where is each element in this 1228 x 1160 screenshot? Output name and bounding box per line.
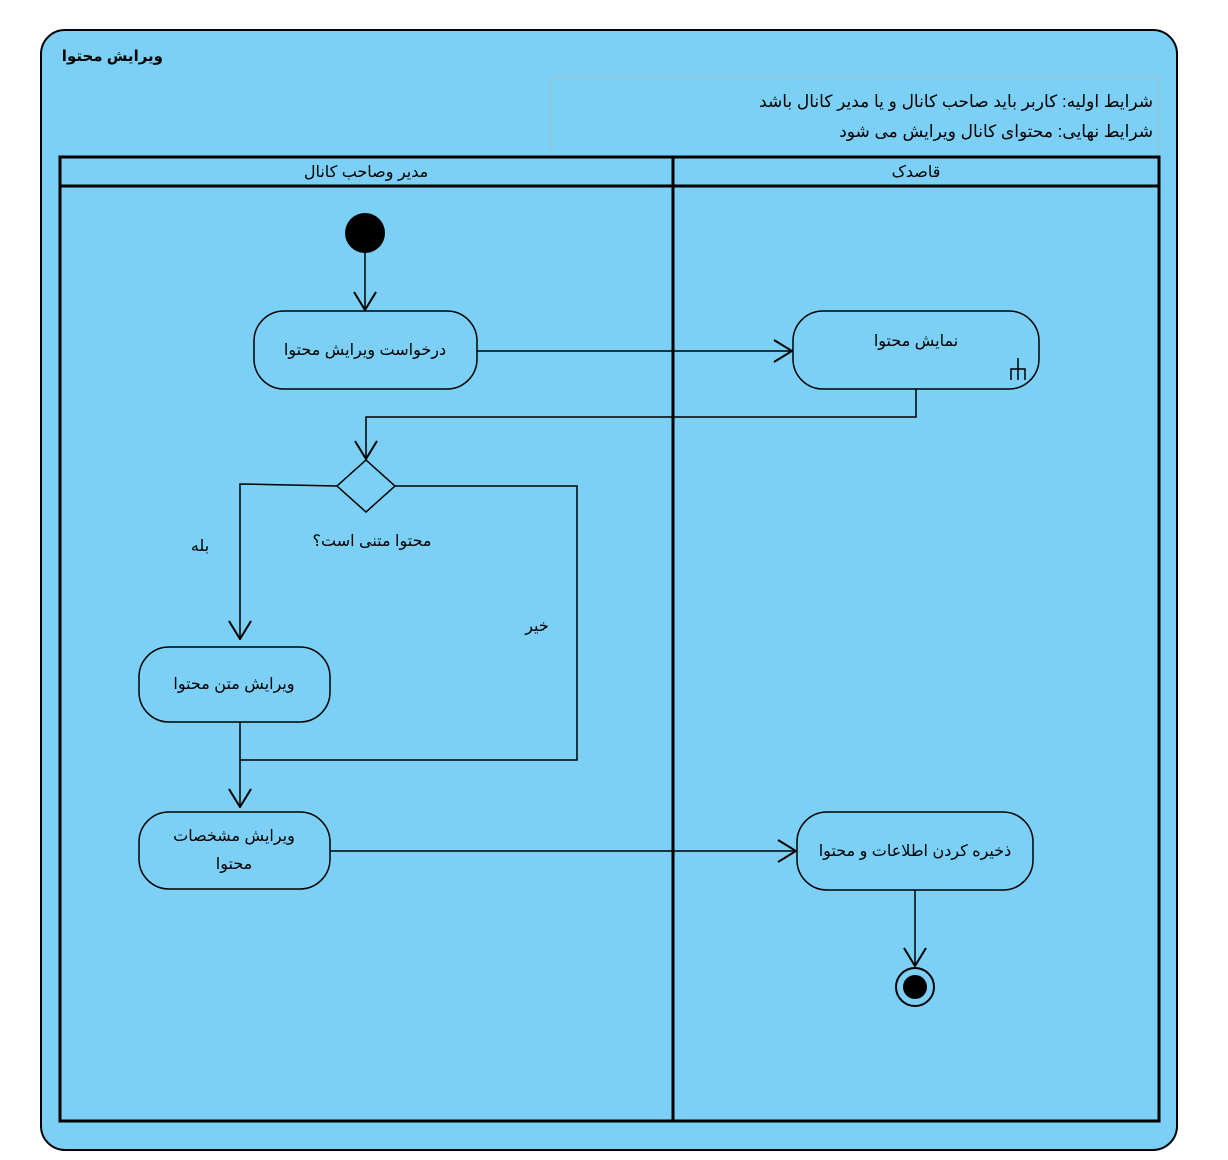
- activity-show-content-label: نمایش محتوا: [874, 333, 958, 351]
- initial-node: [345, 213, 385, 253]
- activity-save-label: ذخیره کردن اطلاعات و محتوا: [819, 843, 1012, 861]
- conditions-note: [550, 76, 1160, 157]
- final-node-core: [903, 975, 927, 999]
- lane-header-manager: مدیر وصاحب کانال: [304, 164, 428, 182]
- activity-request-edit-label: درخواست ویرایش محتوا: [284, 342, 446, 360]
- activity-edit-specs: [138, 811, 331, 890]
- decision-no-label: خیر: [524, 618, 549, 636]
- decision-node: [335, 458, 397, 514]
- diagram-frame: [40, 29, 1178, 1151]
- activity-show-content: [792, 310, 1040, 390]
- swimlane-pool: [58, 155, 1161, 1123]
- activity-edit-specs-label-line1: ویرایش مشخصات: [173, 828, 295, 846]
- decision-question-label: محتوا متنی است؟: [313, 533, 432, 551]
- precondition-text: شرایط اولیه: کاربر باید صاحب کانال و یا …: [759, 92, 1153, 111]
- activity-request-edit: [253, 310, 478, 390]
- diagram-title: ویرایش محتوا: [62, 48, 163, 65]
- flow-decision-yes: [240, 483, 338, 639]
- decision-yes-label: بله: [191, 538, 209, 555]
- activity-edit-text: [138, 646, 331, 723]
- subactivity-rake-icon: [1010, 358, 1026, 380]
- flow-decision-no: [240, 485, 578, 761]
- postcondition-text: شرایط نهایی: محتوای کانال ویرایش می شود: [839, 122, 1153, 142]
- flow-show-to-decision: [366, 389, 917, 459]
- lane-header-system: قاصدک: [892, 164, 941, 181]
- activity-edit-text-label: ویرایش متن محتوا: [173, 676, 294, 694]
- activity-edit-specs-label-line2: محتوا: [216, 856, 252, 874]
